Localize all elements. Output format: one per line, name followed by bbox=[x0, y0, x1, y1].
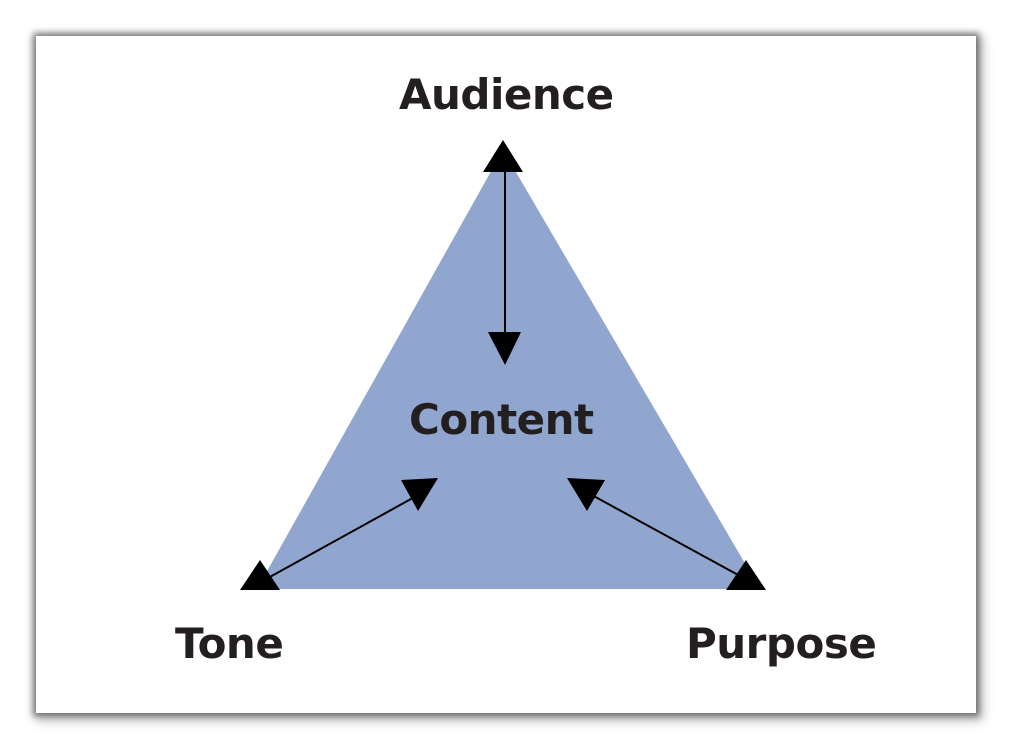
content-triangle bbox=[257, 150, 760, 589]
arrowhead-content-left bbox=[401, 478, 438, 511]
arrowhead-content-top bbox=[488, 332, 521, 365]
purpose-label: Purpose bbox=[686, 619, 877, 668]
arrowhead-content-right bbox=[567, 478, 605, 511]
arrowhead-audience bbox=[483, 140, 523, 172]
tone-label: Tone bbox=[175, 619, 284, 668]
audience-label: Audience bbox=[399, 70, 614, 119]
arrowhead-tone bbox=[240, 560, 280, 590]
arrow-tone-to-content bbox=[240, 478, 438, 590]
content-label: Content bbox=[409, 395, 594, 444]
arrow-audience-to-content bbox=[483, 140, 523, 365]
arrow-purpose-to-content bbox=[567, 478, 766, 590]
arrowhead-purpose bbox=[726, 560, 766, 590]
